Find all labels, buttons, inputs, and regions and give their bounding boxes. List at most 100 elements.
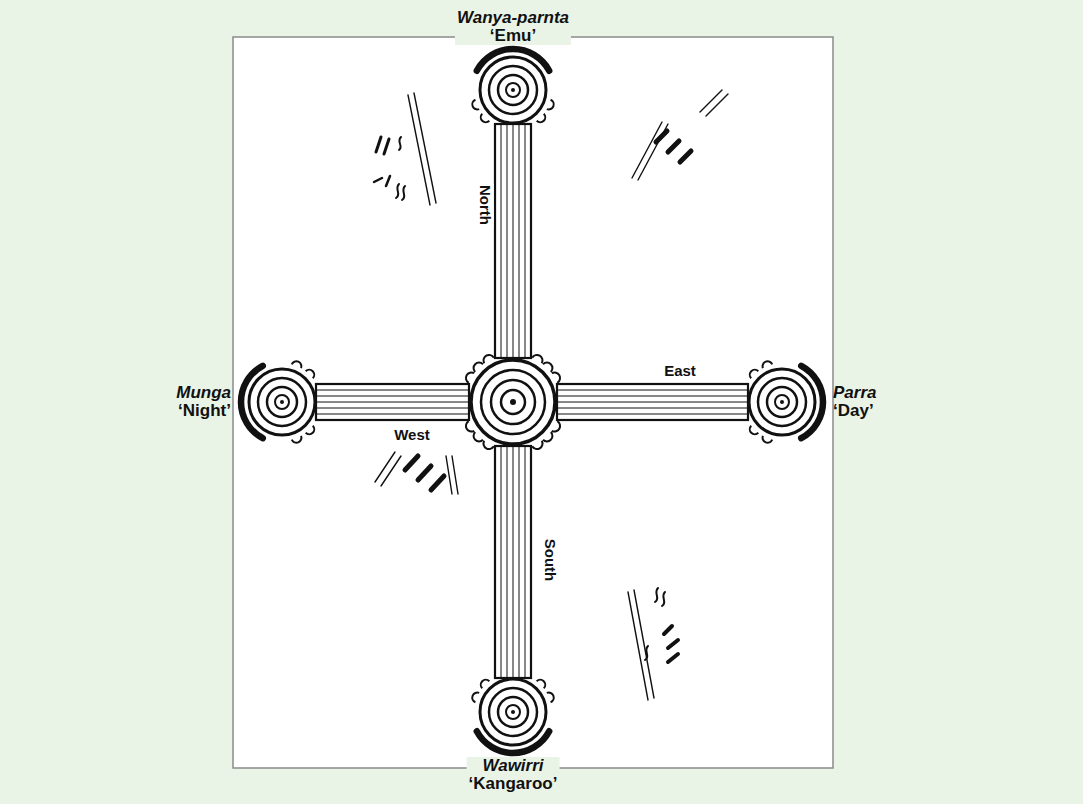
scallop xyxy=(481,114,490,123)
centre-rings xyxy=(466,355,560,449)
centre-circle xyxy=(466,355,560,449)
ring-dot xyxy=(280,400,284,404)
bar-stripe xyxy=(557,414,748,415)
scallop xyxy=(481,680,490,689)
path-bar xyxy=(495,124,531,358)
scallop xyxy=(543,432,552,441)
track-dash xyxy=(664,626,678,662)
ring xyxy=(249,369,315,435)
ring xyxy=(275,395,289,409)
english-gloss: ‘Kangaroo’ xyxy=(467,775,560,793)
track-line xyxy=(375,452,401,486)
scallop xyxy=(547,100,554,110)
scallop xyxy=(474,363,483,372)
bar-stripe xyxy=(316,396,469,397)
site-caption: Parra‘Day’ xyxy=(833,384,876,420)
bar-outline xyxy=(316,384,469,420)
crescent xyxy=(477,49,549,71)
direction-label: West xyxy=(392,426,432,443)
scallop xyxy=(537,114,546,123)
track-dash xyxy=(374,176,390,186)
english-gloss: ‘Night’ xyxy=(176,402,231,420)
circle-site: Munga‘Night’ xyxy=(237,357,327,447)
scallop xyxy=(543,363,552,372)
circle-site: Parra‘Day’ xyxy=(737,357,827,447)
path-bar xyxy=(316,384,469,420)
bar-outline xyxy=(557,384,748,420)
ring xyxy=(481,370,545,434)
ring xyxy=(501,390,525,414)
scallop xyxy=(292,361,302,368)
bar-stripe xyxy=(507,446,508,678)
scallop xyxy=(532,441,542,449)
track-dash xyxy=(656,131,691,162)
ring xyxy=(749,369,815,435)
warlpiri-word: Munga xyxy=(176,384,231,402)
bar-stripe xyxy=(316,402,469,403)
direction-label: East xyxy=(662,362,698,379)
bar-stripe xyxy=(557,408,748,409)
path-bar xyxy=(557,384,748,420)
scallop xyxy=(763,361,773,368)
circle-outline xyxy=(468,667,558,757)
circle-outline xyxy=(237,357,327,447)
bar-stripe xyxy=(557,396,748,397)
bar-outline xyxy=(495,446,531,678)
english-gloss: ‘Day’ xyxy=(833,402,876,420)
track-squiggle xyxy=(396,137,405,200)
ring xyxy=(506,83,520,97)
bar-stripe xyxy=(525,446,526,678)
site-caption: Wanya-parnta‘Emu’ xyxy=(455,9,571,45)
bar-stripe xyxy=(316,390,469,391)
ring xyxy=(471,360,555,444)
bar-stripe xyxy=(519,124,520,358)
track-squiggle xyxy=(645,588,665,660)
warlpiri-word: Wawirri xyxy=(467,757,560,775)
english-gloss: ‘Emu’ xyxy=(455,27,571,45)
warlpiri-word: Wanya-parnta xyxy=(455,9,571,27)
bar-stripe xyxy=(316,408,469,409)
frame xyxy=(233,37,833,768)
ring xyxy=(258,378,306,426)
ring xyxy=(758,378,806,426)
path-bar xyxy=(495,446,531,678)
crescent xyxy=(241,366,263,438)
ring xyxy=(267,387,297,417)
ring-dot xyxy=(511,710,515,714)
scallop xyxy=(547,693,554,703)
scallop xyxy=(484,355,494,363)
scallop xyxy=(552,373,560,383)
ring xyxy=(489,66,537,114)
scallop xyxy=(472,693,479,703)
direction-label: South xyxy=(542,537,559,584)
track-line xyxy=(632,122,668,180)
bar-stripe xyxy=(501,124,502,358)
scallop xyxy=(484,441,494,449)
bar-outline xyxy=(495,124,531,358)
scallop xyxy=(750,370,759,379)
site-caption: Munga‘Night’ xyxy=(176,384,231,420)
track-line xyxy=(628,590,654,700)
ring-dot xyxy=(780,400,784,404)
track-line xyxy=(700,90,728,116)
warlpiri-word: Parra xyxy=(833,384,876,402)
site-caption: Wawirri‘Kangaroo’ xyxy=(467,757,560,793)
ring-dot xyxy=(510,399,516,405)
circle-site: Wawirri‘Kangaroo’ xyxy=(468,667,558,757)
scallop xyxy=(472,100,479,110)
track-dash xyxy=(405,456,444,490)
scallop xyxy=(474,432,483,441)
ring xyxy=(491,380,535,424)
crescent xyxy=(477,731,549,753)
bar-stripe xyxy=(507,124,508,358)
bar-stripe xyxy=(316,414,469,415)
ring xyxy=(480,57,546,123)
scallop xyxy=(532,355,542,363)
bar-stripe xyxy=(525,124,526,358)
bar-stripe xyxy=(557,402,748,403)
circle-outline xyxy=(468,45,558,135)
scallop xyxy=(306,370,315,379)
scallop xyxy=(552,421,560,431)
